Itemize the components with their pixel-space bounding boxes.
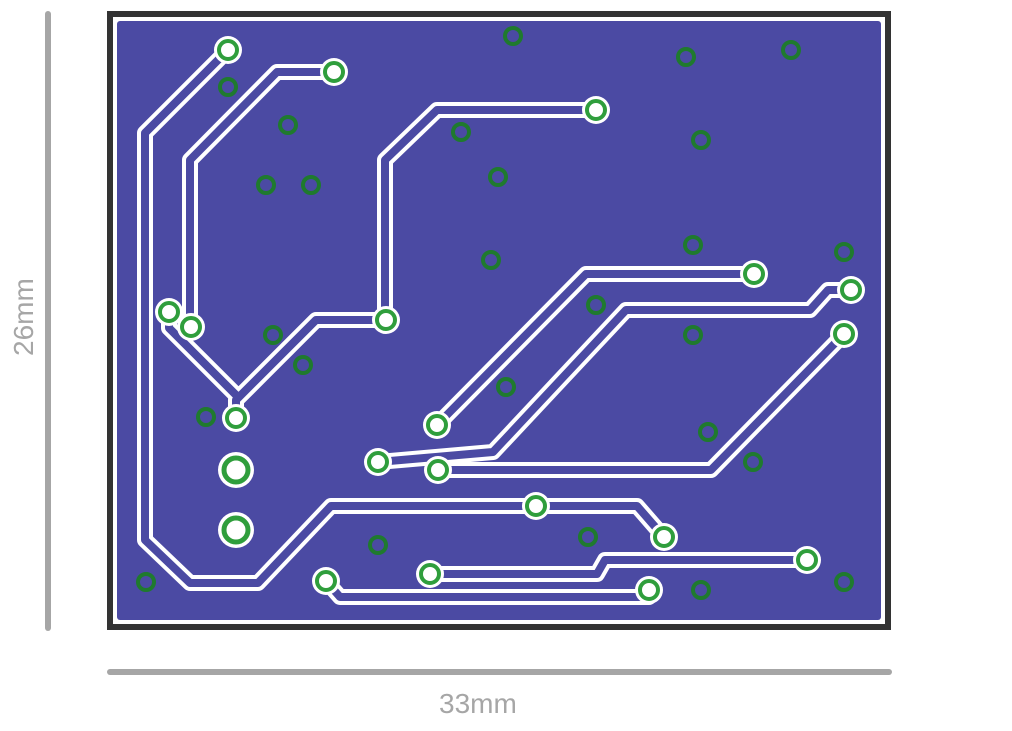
via — [683, 325, 703, 345]
via — [578, 527, 598, 547]
via — [691, 580, 711, 600]
via — [278, 115, 298, 135]
pad — [155, 298, 183, 326]
pad — [424, 456, 452, 484]
trace-copper — [433, 270, 758, 429]
via — [691, 130, 711, 150]
via — [218, 77, 238, 97]
pad — [740, 260, 768, 288]
copper-traces — [141, 46, 855, 601]
pad — [830, 320, 858, 348]
pad — [312, 567, 340, 595]
pad — [222, 404, 250, 432]
vias — [136, 26, 854, 600]
pad — [214, 36, 242, 64]
via — [263, 325, 283, 345]
via — [743, 452, 763, 472]
trace-copper — [434, 330, 848, 474]
pad — [372, 306, 400, 334]
trace-copper — [141, 46, 540, 587]
pad — [416, 560, 444, 588]
width-dimension-label: 33mm — [439, 688, 517, 719]
via — [503, 26, 523, 46]
pad — [320, 58, 348, 86]
pad — [522, 492, 550, 520]
via — [196, 407, 216, 427]
pad — [793, 546, 821, 574]
via — [136, 572, 156, 592]
height-dimension-label: 26mm — [8, 278, 39, 356]
via — [698, 422, 718, 442]
pad — [582, 96, 610, 124]
via — [256, 175, 276, 195]
connected-pads — [155, 36, 865, 604]
via — [781, 40, 801, 60]
pad — [177, 313, 205, 341]
pad — [837, 276, 865, 304]
via — [834, 572, 854, 592]
trace-copper — [426, 556, 811, 578]
large-pad — [218, 452, 254, 488]
via — [293, 355, 313, 375]
via — [496, 377, 516, 397]
via — [683, 235, 703, 255]
via — [676, 47, 696, 67]
large-pad — [218, 512, 254, 548]
trace-copper — [186, 68, 338, 331]
pad — [650, 523, 678, 551]
via — [586, 295, 606, 315]
trace-copper — [374, 286, 855, 466]
via — [368, 535, 388, 555]
large-pads — [218, 452, 254, 548]
via — [481, 250, 501, 270]
pad — [364, 448, 392, 476]
via — [488, 167, 508, 187]
pad — [635, 576, 663, 604]
via — [301, 175, 321, 195]
via — [451, 122, 471, 142]
pad — [423, 411, 451, 439]
via — [834, 242, 854, 262]
